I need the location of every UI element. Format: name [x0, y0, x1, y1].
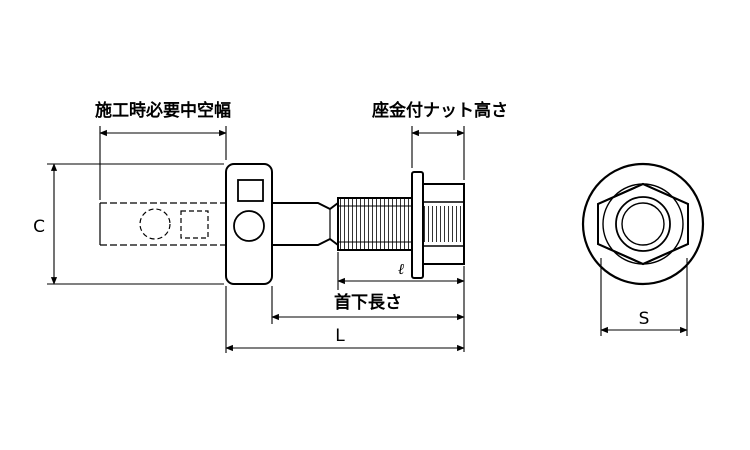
flange-nut-height-label: 座金付ナット高さ: [372, 100, 508, 121]
front-view: [581, 162, 705, 286]
hex-outline: [597, 182, 689, 266]
dashed-circle: [139, 208, 171, 240]
dimension-lines: [47, 126, 688, 353]
total-length-label: L: [335, 326, 345, 346]
under-head-length-label: 首下長さ: [334, 292, 402, 313]
bolt-shank: [272, 202, 339, 246]
side-view: [99, 163, 465, 285]
hollow-width-label: 施工時必要中空幅: [95, 100, 231, 121]
bore-inner: [621, 202, 665, 246]
bolt-head: [225, 163, 273, 285]
hollow-section: [99, 202, 226, 246]
c-dimension-label: C: [33, 217, 45, 237]
s-dimension-label: S: [639, 309, 650, 329]
flange-circle: [581, 162, 705, 286]
thread-end: [423, 206, 464, 242]
bore-outer: [615, 196, 671, 252]
thread-length-label: ℓ: [398, 260, 404, 278]
dashed-square: [180, 210, 209, 239]
